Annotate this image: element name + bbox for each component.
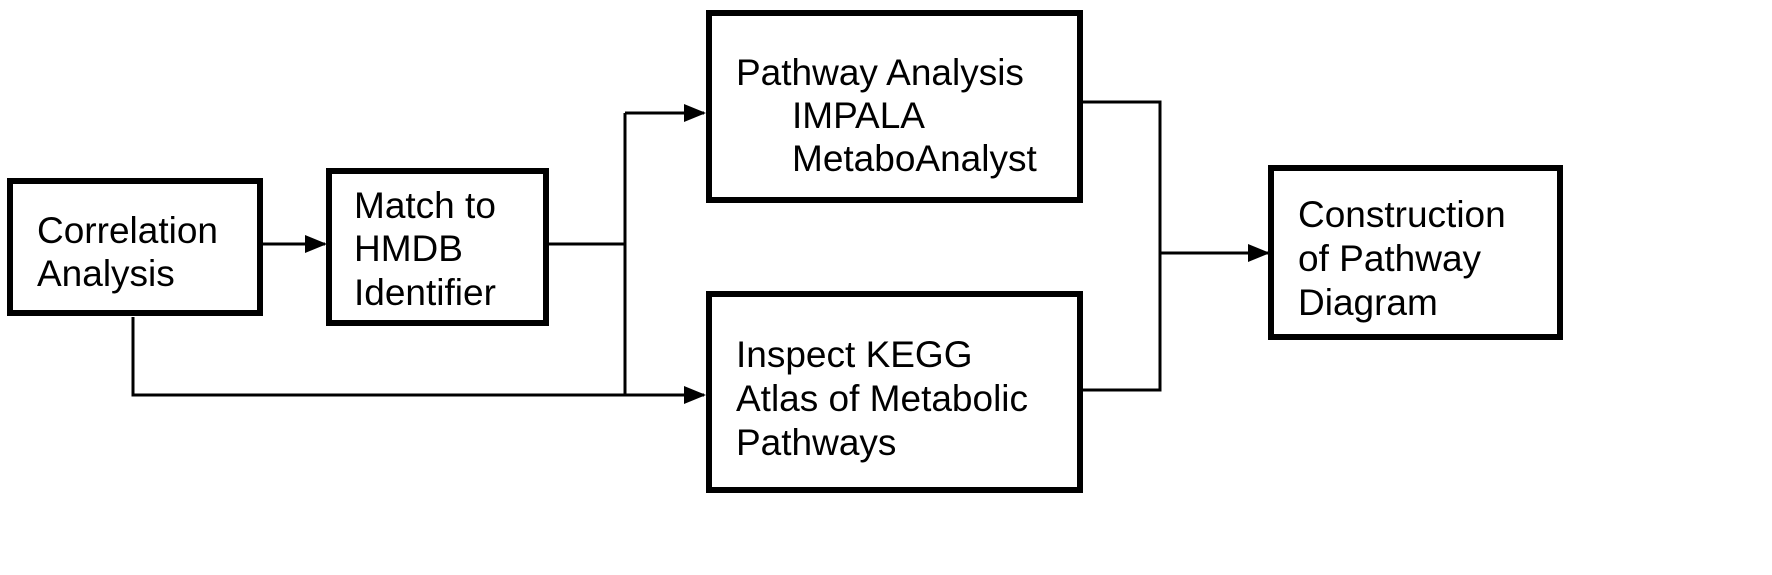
node-text-line: IMPALA xyxy=(792,95,925,136)
node-text-line: Construction xyxy=(1298,194,1506,235)
node-text-line: of Pathway xyxy=(1298,238,1482,279)
node-text-line: Identifier xyxy=(354,272,496,313)
edge-correlation-to-kegg xyxy=(131,317,706,404)
node-pathway-analysis: Pathway Analysis IMPALA MetaboAnalyst xyxy=(706,10,1083,203)
node-text-line: Match to xyxy=(354,185,496,226)
node-text-line: HMDB xyxy=(354,228,463,269)
node-inspect-kegg: Inspect KEGG Atlas of Metabolic Pathways xyxy=(706,291,1083,493)
edge-pathway-analysis-to-merge xyxy=(1082,100,1162,392)
node-text-line: Diagram xyxy=(1298,282,1438,323)
node-text-line: MetaboAnalyst xyxy=(792,138,1037,179)
node-construction-diagram: Construction of Pathway Diagram xyxy=(1268,165,1563,340)
node-text-line: Pathways xyxy=(736,422,897,463)
node-match-hmdb: Match to HMDB Identifier xyxy=(326,168,549,326)
node-correlation-analysis: Correlation Analysis xyxy=(7,178,263,316)
node-text-line: Analysis xyxy=(37,253,175,294)
node-text-line: Atlas of Metabolic xyxy=(736,378,1029,419)
node-text-line: Pathway Analysis xyxy=(736,52,1024,93)
node-text-line: Inspect KEGG xyxy=(736,334,973,375)
node-text-line: Correlation xyxy=(37,210,218,251)
